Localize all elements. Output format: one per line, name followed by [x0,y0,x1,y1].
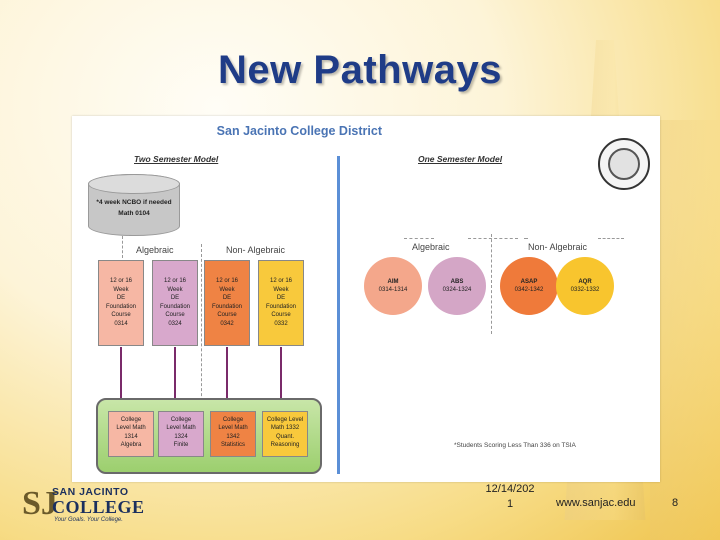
one-semester-bracket-gap [524,238,528,239]
two-semester-non-algebraic-label: Non- Algebraic [226,245,286,255]
slide-title: New Pathways [218,48,502,92]
two-semester-algebraic-label: Algebraic [136,245,174,255]
diagram-title: San Jacinto College District [216,124,382,138]
college-logo: SJ SAN JACINTO COLLEGE Your Goals. Your … [22,482,162,530]
ncbo-text: *4 week NCBO if needed Math 0104 [93,197,175,219]
course-circle-codes: 0324-1324 [442,287,472,293]
ncbo-course: Math 0104 [118,210,150,217]
ncbo-database-shape: *4 week NCBO if needed Math 0104 [88,174,180,236]
tower-shadow-background [650,120,720,540]
foundation-course-box: 12 or 16 Week DE Foundation Course 0314 [98,260,144,346]
college-course-box: College Level Math 1332 Quant. Reasoning [262,411,308,457]
footer-date: 12/14/202 1 [478,482,542,512]
college-seal-icon [598,138,650,190]
college-course-box: College Level Math 1342 Statistics [210,411,256,457]
course-circle-name: AIM [387,279,399,285]
one-semester-model-label: One Semester Model [418,154,503,164]
course-circle-codes: 0342-1342 [514,287,544,293]
arrow-line [120,347,122,407]
course-circle: ABS 0324-1324 [428,257,486,315]
college-course-box: College Level Math 1314 Algebra [108,411,154,457]
model-divider [337,156,340,474]
course-circle: AQR 0332-1332 [556,257,614,315]
logo-text-line1: SAN JACINTO [52,486,129,498]
two-semester-category-divider [201,244,202,416]
course-circle-name: AQR [578,279,592,285]
two-semester-model-label: Two Semester Model [134,154,219,164]
one-semester-non-algebraic-bracket [598,238,624,239]
course-circle-name: ASAP [520,279,538,285]
one-semester-non-algebraic-label: Non- Algebraic [528,242,588,252]
one-semester-algebraic-bracket-right [468,238,518,239]
logo-mark-icon: SJ [22,485,58,522]
course-circle-name: ABS [450,279,464,285]
footer-date-line2: 1 [506,498,514,510]
foundation-course-box: 12 or 16 Week DE Foundation Course 0324 [152,260,198,346]
college-seal-inner [608,148,640,180]
logo-text-line2: COLLEGE [52,497,145,517]
foundation-course-box: 12 or 16 Week DE Foundation Course 0342 [204,260,250,346]
course-circle: AIM 0314-1314 [364,257,422,315]
course-circle-codes: 0314-1314 [378,287,408,293]
page-number: 8 [672,497,679,509]
course-circle: ASAP 0342-1342 [500,257,558,315]
foundation-course-box: 12 or 16 Week DE Foundation Course 0332 [258,260,304,346]
college-course-box: College Level Math 1324 Finite [158,411,204,457]
arrow-line [174,347,176,407]
arrow-line [280,347,282,407]
one-semester-category-divider [491,234,492,334]
tsia-note: *Students Scoring Less Than 336 on TSIA [454,442,576,449]
pathways-diagram: San Jacinto College District Two Semeste… [72,116,660,482]
ncbo-line: *4 week NCBO if needed [96,199,172,206]
footer-url: www.sanjac.edu [556,497,636,509]
ncbo-connector [122,236,123,258]
arrow-line [226,347,228,407]
logo-tagline: Your Goals. Your College. [54,517,123,523]
one-semester-algebraic-bracket [404,238,434,239]
one-semester-algebraic-label: Algebraic [412,242,450,252]
footer-date-line1: 12/14/202 [485,483,535,495]
course-circle-codes: 0332-1332 [570,287,600,293]
